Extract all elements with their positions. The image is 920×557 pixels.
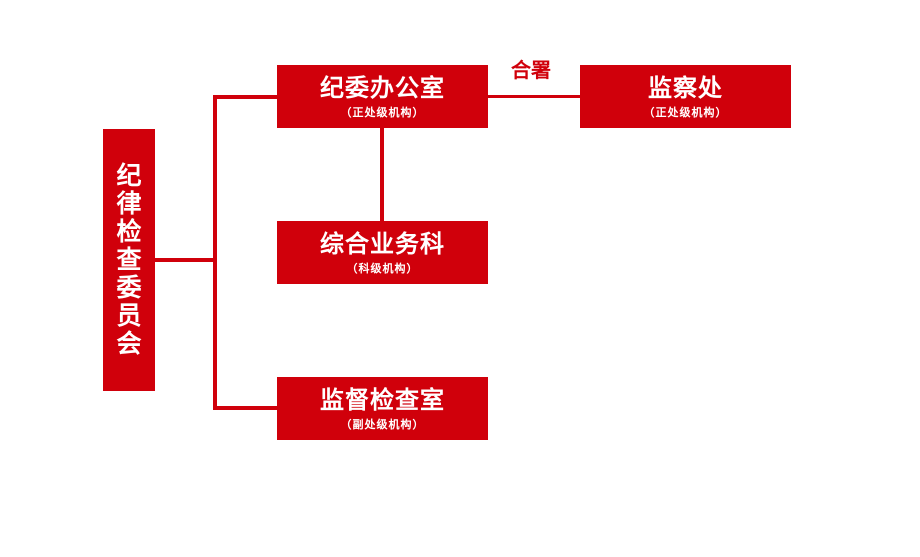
edge-label-merged: 合署 (511, 58, 551, 82)
node-inspection-subtitle: （副处级机构） (340, 417, 425, 431)
connector-office-to-supervision (488, 95, 580, 98)
node-supervision-subtitle: （正处级机构） (643, 105, 728, 119)
node-office-title: 纪委办公室 (320, 73, 445, 102)
node-general-subtitle: （科级机构） (346, 261, 419, 275)
node-inspection: 监督检查室 （副处级机构） (277, 377, 488, 440)
node-office-subtitle: （正处级机构） (340, 105, 425, 119)
node-supervision-title: 监察处 (648, 73, 723, 102)
connector-root-to-trunk (155, 258, 217, 262)
node-general-title: 综合业务科 (320, 229, 445, 258)
node-inspection-title: 监督检查室 (320, 385, 445, 414)
node-general: 综合业务科 （科级机构） (277, 221, 488, 284)
node-supervision: 监察处 （正处级机构） (580, 65, 791, 128)
root-node: 纪律检查委员会 (103, 129, 155, 391)
connector-trunk (213, 95, 217, 410)
node-office: 纪委办公室 （正处级机构） (277, 65, 488, 128)
connector-to-office (213, 95, 278, 99)
root-node-title: 纪律检查委员会 (116, 161, 142, 358)
connector-office-to-general (380, 128, 384, 221)
connector-to-inspection (213, 406, 278, 410)
